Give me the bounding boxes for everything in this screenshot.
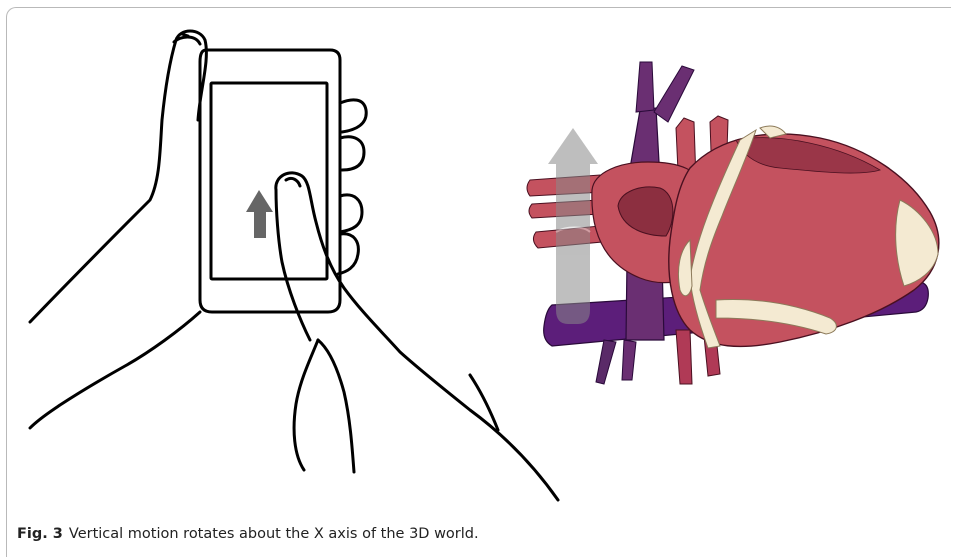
up-arrow-icon (246, 190, 273, 238)
fat-tissue (896, 200, 938, 286)
rotation-arrow-icon (548, 128, 598, 324)
figure-illustration (0, 0, 956, 520)
hands-phone-drawing (30, 31, 558, 500)
figure-caption: Fig. 3 Vertical motion rotates about the … (17, 526, 937, 548)
phone-body (200, 50, 340, 312)
caption-text: Vertical motion rotates about the X axis… (69, 526, 479, 542)
figure-label: Fig. 3 (17, 526, 63, 542)
left-hand (30, 31, 206, 322)
pointing-finger (276, 173, 558, 500)
phone-screen (211, 83, 327, 279)
